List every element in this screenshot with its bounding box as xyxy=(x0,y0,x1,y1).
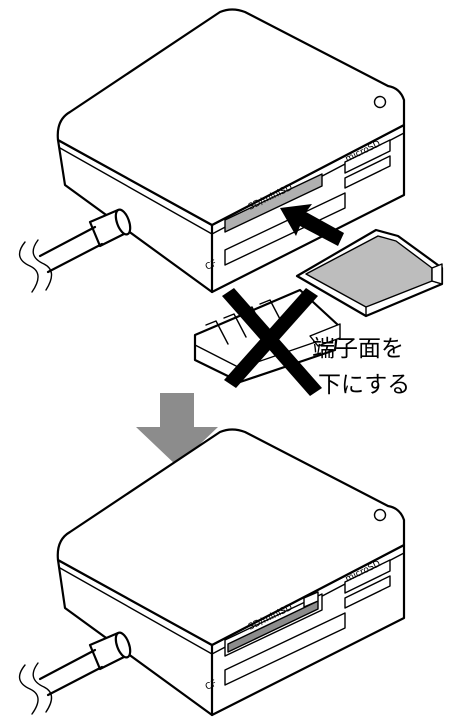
sd-card xyxy=(295,228,444,318)
inserted-sd-card xyxy=(227,600,319,653)
instruction-text: 端子面を 下にする xyxy=(312,336,410,398)
led-icon xyxy=(373,95,387,109)
microsd-slot-inner xyxy=(344,575,391,609)
microsd-slot xyxy=(344,139,391,174)
arrow-down-icon xyxy=(136,393,218,466)
card-reader-bottom: microSD SD/miniSD CF xyxy=(18,428,406,717)
cf-slot xyxy=(224,612,346,686)
usb-cable-bottom xyxy=(18,631,132,715)
cf-label: CF xyxy=(204,259,219,273)
microsd-slot-inner xyxy=(344,155,391,189)
instruction-line-2: 下にする xyxy=(318,372,410,398)
reader-bottom-top-face xyxy=(56,428,406,647)
inserted-card-notch xyxy=(303,591,319,608)
microsd-slot xyxy=(344,559,391,594)
cross-icon xyxy=(222,288,322,396)
reader-top-top-face xyxy=(56,8,406,227)
cf-label: CF xyxy=(204,679,219,693)
instruction-line-1: 端子面を xyxy=(312,336,404,362)
led-icon xyxy=(373,508,387,522)
arrow-insert-icon xyxy=(280,204,344,246)
sd-minisd-slot xyxy=(224,173,323,233)
card-reader-top: microSD SD/miniSD CF xyxy=(18,8,406,294)
usb-cable-top xyxy=(18,208,132,293)
